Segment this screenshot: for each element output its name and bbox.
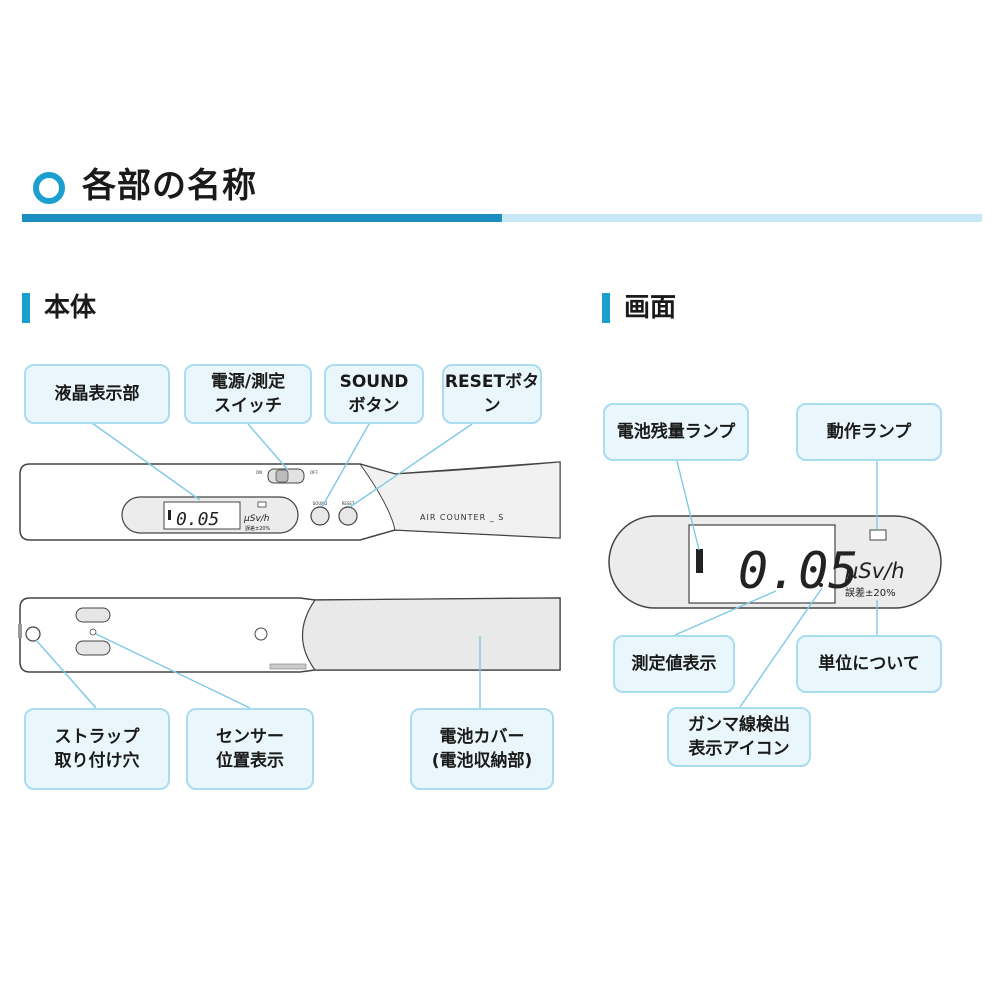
label-power-switch: 電源/測定 スイッチ	[184, 364, 312, 424]
title-rule-light	[502, 214, 982, 222]
label-reset-button: RESETボタン	[442, 364, 542, 424]
label-measurement: 測定値表示	[613, 635, 735, 693]
gamma-icon	[819, 583, 823, 587]
strap-hole	[25, 626, 41, 642]
sound-button[interactable]	[310, 506, 330, 526]
title-circle-icon	[33, 172, 65, 204]
front-lcd-unit: μSv/h	[243, 514, 270, 524]
screen-error: 誤差±20%	[845, 586, 896, 599]
label-sensor-position: センサー 位置表示	[186, 708, 314, 790]
label-battery-lamp: 電池残量ランプ	[603, 403, 749, 461]
battery-level-lamp	[696, 549, 703, 573]
label-gamma-icon: ガンマ線検出 表示アイコン	[667, 707, 811, 767]
label-sound-button: SOUND ボタン	[324, 364, 424, 424]
title-rule-dark	[22, 214, 502, 222]
switch-off-label: OFF	[310, 470, 318, 475]
section-title-body: 本体	[44, 293, 97, 323]
device-front: ON OFF 0.05 μSv/h 誤差±20% SOUND RESET AIR…	[19, 461, 561, 541]
label-lcd-display: 液晶表示部	[24, 364, 170, 424]
section-marker-screen	[602, 293, 610, 323]
screen-unit: μSv/h	[844, 559, 905, 583]
section-marker-body	[22, 293, 30, 323]
sound-small-label: SOUND	[313, 501, 328, 506]
label-operation-lamp: 動作ランプ	[796, 403, 942, 461]
screen-reading: 0.05	[738, 542, 858, 600]
front-lcd-reading: 0.05	[176, 509, 219, 530]
operation-lamp	[869, 529, 887, 541]
front-lcd-error: 誤差±20%	[245, 525, 271, 532]
reset-button[interactable]	[338, 506, 358, 526]
page-title: 各部の名称	[82, 166, 257, 206]
brand-label: AIR COUNTER _ S	[420, 513, 504, 522]
device-back	[18, 597, 561, 673]
label-strap-hole: ストラップ 取り付け穴	[24, 708, 170, 790]
sensor-mark	[89, 628, 97, 636]
reset-small-label: RESET	[342, 501, 355, 506]
label-battery-cover: 電池カバー (電池収納部)	[410, 708, 554, 790]
switch-on-label: ON	[256, 470, 262, 475]
label-unit: 単位について	[796, 635, 942, 693]
screen-detail: 0.05 μSv/h 誤差±20%	[608, 515, 942, 609]
section-title-screen: 画面	[624, 293, 677, 323]
leader-lines	[35, 422, 878, 709]
